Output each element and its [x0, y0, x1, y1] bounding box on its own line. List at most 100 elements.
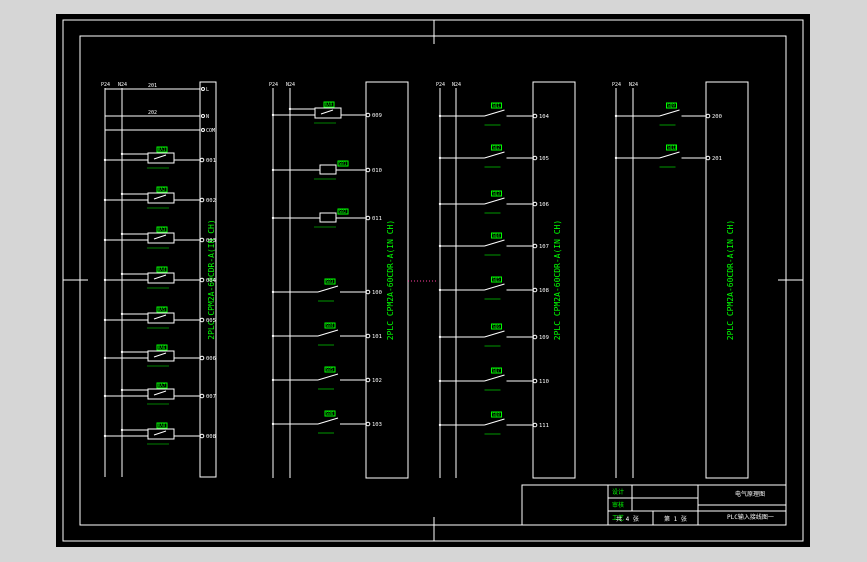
- title-label-review: 审核: [612, 501, 624, 509]
- input-row: 105 SQ2: [438, 144, 549, 168]
- terminal-dot: [201, 114, 205, 118]
- plc-input-address: 105: [539, 156, 549, 162]
- terminal-dot: [365, 167, 371, 173]
- contact-gap: [484, 243, 507, 249]
- coil-box: [319, 164, 337, 175]
- component-tag-box: [491, 367, 502, 374]
- relay-contact-box: [147, 388, 175, 400]
- contact-gap: [484, 378, 507, 384]
- junction-dot: [438, 379, 442, 383]
- component-tag-box: [666, 144, 677, 151]
- junction-dot: [120, 388, 124, 392]
- junction-dot: [438, 335, 442, 339]
- contact-symbol: [153, 390, 167, 396]
- rail-label-p24: P24: [269, 82, 278, 88]
- plc-input-address: 104: [539, 114, 550, 120]
- switch-contact: [484, 330, 505, 338]
- plc-block: [705, 81, 749, 479]
- component-tag-box: [156, 146, 168, 153]
- switch-contact: [484, 151, 505, 159]
- plc-block: [532, 81, 576, 479]
- junction-dot: [103, 278, 107, 282]
- junction-dot: [120, 312, 124, 316]
- power-input-number: 202: [148, 110, 157, 116]
- relay-contact-box: [147, 232, 175, 244]
- contact-symbol: [153, 352, 167, 358]
- plc-input-address: 107: [539, 244, 549, 250]
- component-tag: KA7: [158, 383, 166, 388]
- component-tag-box: [491, 102, 502, 109]
- title-block: 设计 审核 工艺 共 4 张 第 1 张 电气原理图 PLC输入接线图一: [521, 484, 787, 526]
- plc-input-address: 103: [372, 422, 382, 428]
- plc-input-address: 006: [206, 356, 216, 362]
- relay-contact-box: [147, 350, 175, 362]
- plc-input-address: 009: [372, 113, 382, 119]
- terminal-dot: [201, 128, 205, 132]
- input-row: 009 KA9: [271, 101, 382, 124]
- plc-model-label: 2PLC CPM2A-60CDR-A(IN CH): [726, 220, 735, 340]
- component-tag: KA6: [158, 345, 166, 350]
- contact-gap: [318, 289, 340, 295]
- junction-dot: [271, 168, 275, 172]
- plc-input-address: 001: [206, 158, 216, 164]
- component-tag: SQ2: [493, 145, 501, 150]
- title-label-process: 工艺: [612, 514, 624, 522]
- junction-dot: [103, 158, 107, 162]
- input-row: 006 KA6: [103, 344, 216, 367]
- terminal-dot: [199, 393, 205, 399]
- switch-contact: [317, 285, 339, 293]
- plc-input-address: 002: [206, 198, 216, 204]
- component-tag: KA4: [158, 267, 166, 272]
- junction-dot: [120, 232, 124, 236]
- title-label-design: 设计: [612, 488, 624, 496]
- component-tag: SB1: [339, 161, 347, 166]
- relay-contact-box: [314, 107, 342, 119]
- plc-input-address: 200: [712, 114, 722, 120]
- terminal-dot: [199, 277, 205, 283]
- plc-input-address: 101: [372, 334, 382, 340]
- junction-dot: [271, 113, 275, 117]
- rail-label-n24: N24: [452, 82, 461, 88]
- title-page-number: 第 1 张: [664, 515, 687, 523]
- component-tag: SB3: [326, 279, 334, 284]
- title-name: 电气原理图: [735, 490, 765, 498]
- switch-contact: [317, 329, 339, 337]
- contact-symbol: [320, 109, 334, 115]
- terminal-dot: [365, 215, 371, 221]
- rail-label-n24: N24: [629, 82, 638, 88]
- component-tag-box: [324, 278, 336, 285]
- component-tag-box: [491, 144, 502, 151]
- terminal-dot: [532, 287, 538, 293]
- component-tag-box: [156, 422, 168, 429]
- component-tag: SQ7: [493, 368, 501, 373]
- junction-dot: [120, 192, 124, 196]
- plc-input-address: 108: [539, 288, 549, 294]
- junction-dot: [438, 288, 442, 292]
- plc-input-address: 109: [539, 335, 549, 341]
- component-tag-box: [156, 266, 168, 273]
- power-input-number: 201: [148, 83, 157, 89]
- terminal-dot: [201, 87, 205, 91]
- contact-symbol: [153, 430, 167, 436]
- component-tag-box: [337, 160, 349, 167]
- plc-model-label: 2PLC CPM2A-60CDR-A(IN CH): [207, 219, 216, 339]
- component-tag-box: [491, 411, 502, 418]
- terminal-dot: [199, 157, 205, 163]
- junction-dot: [103, 434, 107, 438]
- terminal-dot: [705, 155, 711, 161]
- component-tag: KA9: [325, 102, 333, 107]
- component-tag: SQ6: [493, 324, 501, 329]
